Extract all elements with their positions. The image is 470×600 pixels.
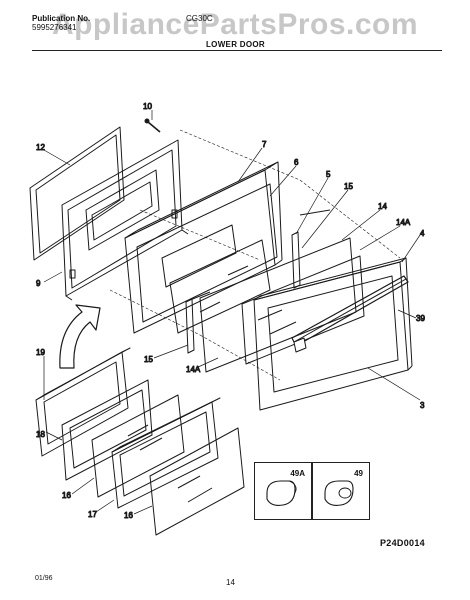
header-rule [32, 50, 442, 51]
assembly-arrow [59, 304, 101, 369]
callout-7: 7 [262, 140, 267, 149]
callout-17: 17 [88, 510, 97, 519]
door-screw [144, 118, 161, 133]
callout-5: 5 [326, 170, 331, 179]
callout-16-a: 16 [62, 491, 71, 500]
door-inner-frame [124, 161, 283, 334]
watermark: AppliancePartsPros.com [51, 8, 419, 41]
callout-15-mid: 15 [144, 355, 153, 364]
callout-39: 39 [416, 314, 425, 323]
publication-date: 01/96 [35, 575, 53, 582]
lower-frame-17 [111, 397, 221, 509]
callout-14a-top: 14A [396, 218, 411, 227]
knob-49-box: 49 [312, 462, 370, 520]
diagram-reference-code: P24D0014 [380, 538, 425, 548]
callout-18: 18 [36, 430, 45, 439]
inner-door-liner [61, 139, 189, 301]
inner-window-glass [169, 239, 271, 334]
publication-label: Publication No. [32, 14, 91, 23]
alignment-lines [109, 129, 401, 381]
callout-12: 12 [36, 143, 45, 152]
model-number: CG30C [186, 14, 213, 23]
callout-9: 9 [36, 279, 41, 288]
callout-numbers: 10 12 7 6 5 15 14 14A 4 9 39 15 14A 3 19… [36, 102, 426, 521]
door-gasket [29, 126, 125, 261]
knob-49-icon [324, 480, 354, 506]
callout-4: 4 [420, 229, 425, 238]
callout-14: 14 [378, 202, 387, 211]
callout-10: 10 [143, 102, 152, 111]
callout-14a-mid: 14A [186, 365, 201, 374]
knob-49a-label: 49A [290, 469, 305, 478]
publication-number: 5995276341 [32, 23, 77, 32]
callout-3: 3 [420, 401, 425, 410]
callout-19: 19 [36, 348, 45, 357]
lower-glass-16b [149, 427, 245, 536]
outer-door-panel [253, 257, 413, 411]
callout-6: 6 [294, 158, 299, 167]
lower-glass-16a [91, 394, 185, 498]
section-title: LOWER DOOR [206, 40, 265, 49]
callout-16-b: 16 [124, 511, 133, 520]
knob-49a-icon [266, 480, 297, 506]
glass-brackets [185, 209, 331, 354]
callout-leaders [43, 110, 421, 515]
knob-49a-box: 49A [254, 462, 312, 520]
callout-15-top: 15 [344, 182, 353, 191]
knob-49-label: 49 [354, 469, 363, 478]
lower-frame-18 [61, 379, 153, 481]
lower-frame-19 [35, 347, 131, 457]
page-number: 14 [226, 578, 235, 587]
